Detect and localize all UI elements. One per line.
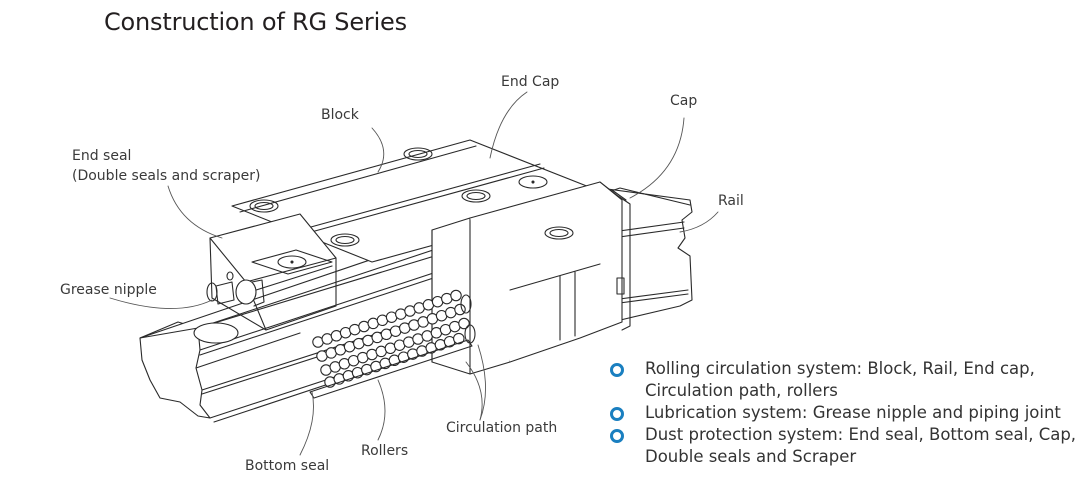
leader-lines: [109, 91, 719, 456]
feature-text: Lubrication system: Grease nipple and pi…: [645, 403, 1061, 422]
label-rail: Rail: [718, 193, 744, 209]
ring-bullet-icon: [610, 429, 624, 443]
page-title: Construction of RG Series: [104, 8, 407, 36]
feature-item-rolling-circulation: Rolling circulation system: Block, Rail,…: [608, 358, 1082, 402]
roller: [453, 332, 465, 345]
circulation-path-end: [460, 294, 472, 314]
feature-text: Dust protection system: End seal, Bottom…: [645, 425, 1077, 466]
grease-nipple-drawing: [206, 271, 265, 307]
label-grease-nipple: Grease nipple: [60, 282, 157, 298]
roller: [458, 317, 470, 330]
feature-item-lubrication: Lubrication system: Grease nipple and pi…: [608, 402, 1082, 424]
block-drawing: [209, 139, 631, 375]
roller: [454, 303, 466, 316]
label-end-seal-detail: (Double seals and scraper): [72, 168, 260, 184]
label-rollers: Rollers: [361, 443, 408, 459]
feature-list: Rolling circulation system: Block, Rail,…: [608, 358, 1082, 468]
roller: [450, 289, 462, 302]
ring-bullet-icon: [610, 363, 624, 377]
label-end-seal: End seal: [72, 148, 131, 164]
label-cap: Cap: [670, 93, 697, 109]
label-end-cap: End Cap: [501, 74, 559, 90]
label-bottom-seal: Bottom seal: [245, 458, 329, 474]
label-block: Block: [321, 107, 360, 123]
ring-bullet-icon: [610, 407, 624, 421]
feature-item-dust-protection: Dust protection system: End seal, Bottom…: [608, 424, 1082, 468]
feature-text: Rolling circulation system: Block, Rail,…: [645, 359, 1035, 400]
label-circulation-path: Circulation path: [446, 420, 557, 436]
rollers-drawing: [309, 289, 476, 399]
